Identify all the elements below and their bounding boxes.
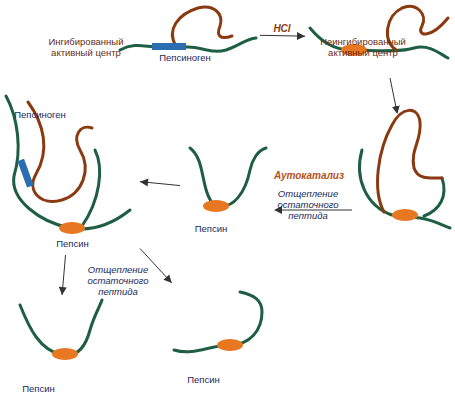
protein-chain bbox=[424, 178, 444, 216]
edge-label: HCl bbox=[262, 23, 302, 34]
molecule-caption: Пепсиноген bbox=[7, 109, 73, 120]
arrow-line bbox=[62, 255, 65, 295]
molecule-node: Пепсин bbox=[10, 295, 105, 400]
protein-chain bbox=[174, 292, 262, 352]
protein-chain bbox=[6, 96, 130, 229]
arrow-head bbox=[163, 274, 171, 283]
molecule-caption: Пепсин bbox=[16, 383, 61, 394]
edge-label: Отщепление остаточного пептида bbox=[86, 264, 150, 297]
molecule-caption: Пепсин bbox=[181, 374, 226, 385]
molecule-caption: Пепсин bbox=[50, 238, 95, 249]
active-site bbox=[217, 339, 243, 351]
active-site bbox=[52, 348, 78, 360]
arrow-head bbox=[297, 32, 305, 40]
active-site bbox=[203, 200, 229, 212]
annotation-label: Отщепление остаточного пептида bbox=[276, 188, 340, 221]
molecule-caption: Пепсиноген bbox=[145, 52, 225, 63]
molecule-node: Пепсиноген bbox=[115, 0, 260, 68]
molecule-node: ПепсиногенПепсин bbox=[5, 95, 140, 255]
propeptide-chain bbox=[378, 110, 442, 212]
reaction-arrow bbox=[59, 255, 67, 295]
annotation-label: Ингибированный активный центр bbox=[36, 36, 136, 58]
protein-chain bbox=[190, 148, 266, 206]
inhibitor-block bbox=[152, 43, 186, 50]
protein-chain bbox=[120, 38, 256, 51]
arrow-line bbox=[140, 182, 180, 186]
molecule-node: Неингибированный активный центр bbox=[305, 0, 453, 75]
molecule-caption: Пепсин bbox=[186, 223, 236, 234]
step-arrow bbox=[390, 78, 397, 112]
reaction-arrow bbox=[140, 178, 180, 186]
arrow-line bbox=[260, 35, 305, 37]
molecule-caption: Неингибированный активный центр bbox=[313, 36, 413, 58]
arrow-head bbox=[140, 178, 148, 186]
arrow-head bbox=[59, 287, 67, 295]
propeptide-chain bbox=[172, 7, 232, 46]
active-site bbox=[59, 222, 85, 234]
annotation-label: Аутокатализ bbox=[266, 170, 352, 181]
inhibitor-block bbox=[17, 159, 33, 188]
molecule-node: Пепсин bbox=[165, 283, 275, 388]
protein-chain bbox=[360, 150, 450, 228]
protein-chain bbox=[20, 300, 102, 355]
active-site bbox=[392, 209, 418, 221]
molecule-node: Пепсин bbox=[180, 140, 270, 240]
